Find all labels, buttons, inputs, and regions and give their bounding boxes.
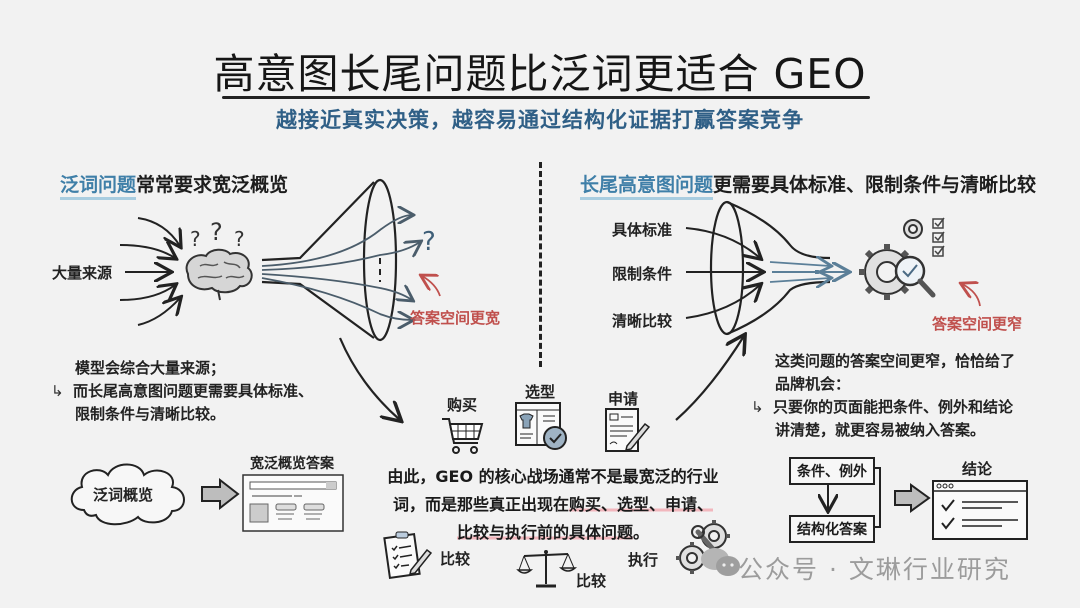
left-section-heading: 泛词问题常常要求宽泛概览 — [60, 170, 289, 200]
icon-label-selection: 选型 — [525, 383, 556, 401]
cloud-icon — [70, 463, 185, 526]
left-note-line1: 模型会综合大量来源； — [75, 359, 226, 377]
input-label-constraints: 限制条件 — [612, 265, 673, 283]
icon-label-application: 申请 — [608, 390, 639, 408]
source-label: 大量来源 — [52, 264, 113, 282]
structured-answer-box: 结构化答案 — [789, 515, 875, 543]
left-note-line3: 限制条件与清晰比较。 — [75, 405, 226, 423]
left-heading-rest: 常常要求宽泛概览 — [136, 174, 289, 196]
icon-label-purchase: 购买 — [447, 396, 478, 414]
return-arrow-icon: ↳ — [51, 382, 64, 400]
section-divider — [539, 162, 542, 367]
svg-text:?: ? — [210, 218, 223, 246]
page-title: 高意图长尾问题比泛词更适合 GEO — [213, 50, 867, 98]
svg-text:?: ? — [190, 227, 201, 251]
subtitle: 越接近真实决策，越容易通过结构化证据打赢答案竞争 — [276, 108, 804, 132]
return-arrow-icon: ↳ — [751, 398, 764, 416]
right-arrow-icon — [201, 477, 240, 511]
center-text-end: 。 — [633, 523, 650, 542]
narrow-answer-space-label: 答案空间更窄 — [932, 315, 1023, 333]
checklist-icon — [383, 531, 433, 580]
application-form-icon — [605, 408, 651, 452]
balance-scale-icon — [516, 550, 578, 588]
right-note-line3: 只要你的页面能把条件、例外和结论 — [773, 398, 1014, 416]
input-label-comparison: 清晰比较 — [612, 312, 673, 330]
icon-label-compare-2: 比较 — [576, 572, 607, 590]
wide-answer-space-label: 答案空间更宽 — [410, 309, 501, 327]
right-note-line2: 品牌机会： — [775, 375, 851, 393]
shopping-cart-icon — [442, 418, 484, 454]
wide-answer-page-icon — [242, 474, 344, 532]
left-heading-highlight: 泛词问题 — [60, 174, 137, 200]
right-note: 这类问题的答案空间更窄，恰恰给了 品牌机会： ↳ 只要你的页面能把条件、例外和结论… — [751, 350, 1075, 442]
left-note: 模型会综合大量来源； ↳ 而长尾高意图问题更需要具体标准、 限制条件与清晰比较。 — [51, 357, 355, 426]
right-arrow-icon — [894, 483, 931, 513]
right-heading-highlight: 长尾高意图问题 — [580, 174, 714, 200]
wechat-logo-icon — [701, 548, 740, 576]
cloud-label: 泛词概览 — [93, 486, 154, 504]
conditions-box: 条件、例外 — [789, 457, 875, 485]
brain-icon: ? ? ? — [185, 218, 253, 301]
wide-answer-label: 宽泛概览答案 — [250, 456, 334, 472]
product-compare-icon — [515, 402, 567, 450]
conclusion-window-icon — [932, 480, 1028, 540]
right-heading-rest: 更需要具体标准、限制条件与清晰比较 — [713, 174, 1037, 196]
title-underline — [222, 96, 870, 99]
right-note-line4: 讲清楚，就更容易被纳入答案。 — [775, 421, 986, 439]
right-note-line1: 这类问题的答案空间更窄，恰恰给了 — [775, 352, 1016, 370]
conclusion-label: 结论 — [962, 460, 993, 478]
center-conclusion-text: 由此，GEO 的核心战场通常不是最宽泛的行业词，而是那些真正出现在购买、选型、申… — [385, 463, 721, 547]
right-section-heading: 长尾高意图问题更需要具体标准、限制条件与清晰比较 — [580, 170, 1037, 200]
gear-magnifier-icon — [859, 217, 945, 300]
svg-text:?: ? — [422, 227, 436, 257]
left-note-line2: 而长尾高意图问题更需要具体标准、 — [73, 382, 314, 400]
input-label-criteria: 具体标准 — [612, 221, 673, 239]
center-text-main: 由此，GEO 的核心战场通常不是最宽泛的行业词，而是那些真正出现在 — [387, 467, 719, 514]
icon-label-execute: 执行 — [628, 551, 659, 569]
icon-label-compare-1: 比较 — [440, 550, 471, 568]
svg-text:?: ? — [234, 227, 245, 251]
watermark: 公众号 · 文琳行业研究 — [738, 555, 1011, 584]
